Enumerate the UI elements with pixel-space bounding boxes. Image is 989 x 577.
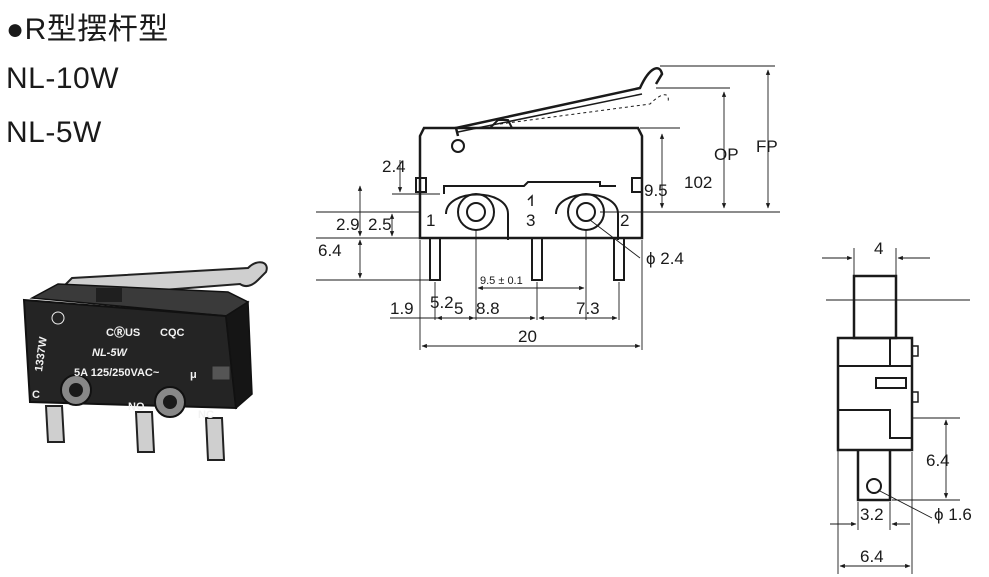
body-side	[225, 300, 253, 410]
pivot-hole	[451, 139, 465, 153]
dim-text-1-9: 1.9	[390, 299, 414, 318]
pin-label-1: 1	[426, 211, 435, 230]
marking-rating: 5A 125/250VAC~	[74, 367, 160, 379]
dimension-lines	[316, 65, 780, 350]
tab-right	[631, 177, 643, 193]
pin-label-2: 2	[620, 211, 629, 230]
dim-text-op: OP	[714, 145, 739, 164]
terminal-hole	[866, 478, 882, 494]
series-title: ●R型摆杆型	[6, 4, 169, 48]
side-slot	[875, 377, 907, 389]
dim-text-20: 20	[518, 327, 537, 346]
dim-text-fp: FP	[756, 137, 778, 156]
marking-c: C	[32, 389, 40, 401]
dim-text-8-8: 8.8	[476, 299, 500, 318]
pin-label-3: 3	[526, 211, 535, 230]
marking-cert: CⓇUS	[106, 325, 140, 339]
marking-no: NO	[128, 401, 145, 413]
side-clip-bottom	[911, 391, 919, 403]
hole-nc-center	[163, 395, 177, 409]
body-front	[22, 298, 238, 410]
hole-right-outer	[555, 193, 619, 240]
terminal-no	[134, 411, 156, 453]
dim-text-6-4-bottom: 6.4	[860, 547, 884, 566]
dim-text-2-5: 2.5	[368, 215, 392, 234]
marking-cqc: CQC	[160, 327, 185, 339]
title-text: R型摆杆型	[24, 13, 169, 46]
side-dimension-lines	[822, 248, 970, 574]
side-view-drawing	[822, 248, 970, 574]
side-body	[836, 336, 914, 452]
dim-text-2-4: 2.4	[382, 157, 406, 176]
dim-text-9-5: 9.5	[644, 181, 668, 200]
dim-text-5: 5	[454, 299, 463, 318]
leader-phi-1-6	[877, 489, 933, 519]
dim-text-4: 4	[874, 239, 883, 258]
marking-model: NL-5W	[92, 347, 128, 359]
side-clip-top	[911, 345, 919, 357]
mount-hole-right-inner	[576, 202, 596, 222]
dim-text-phi-2-4: ϕ 2.4	[646, 249, 684, 268]
mount-hole-right	[567, 193, 605, 231]
dim-text-phi-1-6: ϕ 1.6	[934, 505, 972, 524]
lever-solid-inner	[457, 93, 643, 133]
dim-text-2-9: 2.9	[336, 215, 360, 234]
model-name-2: NL-5W	[6, 116, 102, 149]
marking-mu: μ	[190, 369, 197, 381]
terminal-1	[429, 237, 441, 281]
lever-solid	[454, 67, 664, 137]
marking-nc: NC	[198, 409, 214, 421]
product-photo: 1337W CⓇUS CQC NL-5W 5A 125/250VAC~ μ C …	[22, 261, 268, 461]
triangle-mark-icon	[51, 311, 65, 325]
mount-hole-left	[457, 193, 495, 231]
bullet-dot: ●	[6, 13, 25, 46]
body-outline	[418, 126, 644, 240]
terminal-nc	[204, 417, 226, 461]
dim-text-6-4-vert: 6.4	[926, 451, 950, 470]
side-plunger	[852, 274, 898, 340]
side-clip	[211, 365, 231, 381]
dim-text-102: 102	[684, 173, 712, 192]
dim-text-5-2: 5.2	[430, 293, 454, 312]
front-view-drawing	[316, 65, 780, 350]
spring	[527, 194, 533, 206]
actuator	[96, 288, 122, 302]
dim-text-6-4: 6.4	[318, 241, 342, 260]
leader-phi	[589, 219, 641, 259]
actuator-bump	[489, 119, 513, 129]
terminal-3	[531, 237, 543, 281]
tab-left	[415, 177, 427, 193]
side-terminal	[856, 450, 892, 502]
side-step	[838, 409, 912, 439]
dim-text-3-2: 3.2	[860, 505, 884, 524]
mount-hole-left-inner	[466, 202, 486, 222]
marking-1337w: 1337W	[33, 336, 50, 373]
dim-text-9-5-tol: 9.5 ± 0.1	[480, 275, 523, 287]
inner-ridge	[443, 181, 616, 194]
terminal-c	[44, 405, 66, 443]
lever-dashed	[499, 94, 669, 125]
dim-text-7-3: 7.3	[576, 299, 600, 318]
hole-c-center	[69, 383, 83, 397]
model-name-1: NL-10W	[6, 62, 120, 95]
terminal-2	[613, 237, 625, 281]
hole-left-outer	[445, 193, 509, 240]
